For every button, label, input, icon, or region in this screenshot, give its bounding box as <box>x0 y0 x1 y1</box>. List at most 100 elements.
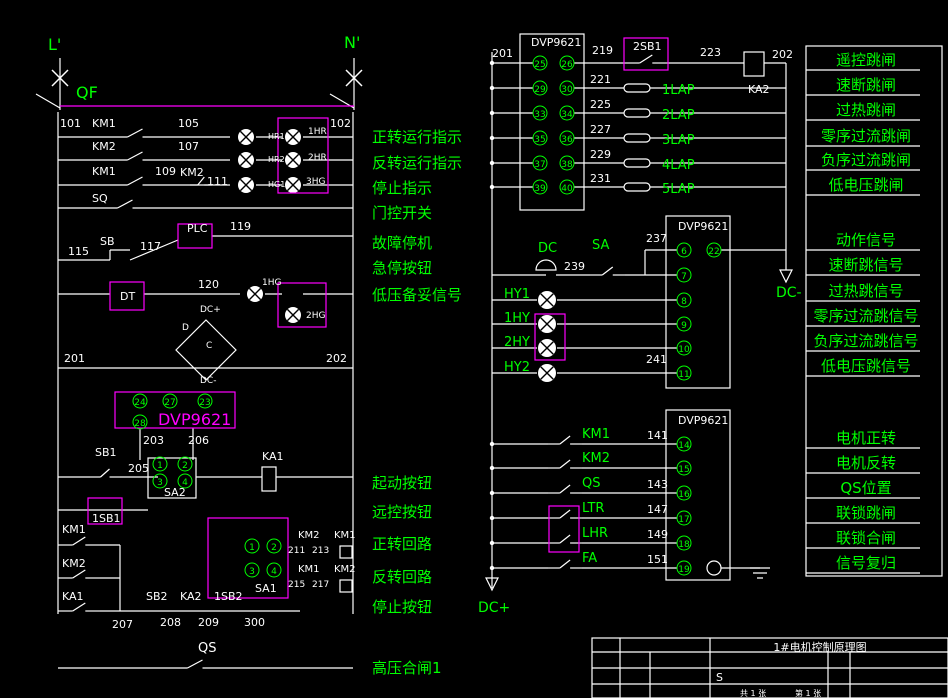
panel-label: 动作信号 <box>836 231 896 249</box>
lamp-label: HY1 <box>504 287 530 302</box>
panel-label: QS位置 <box>840 479 891 497</box>
annotation-label: 反转回路 <box>372 568 432 586</box>
indicator-lamp-icon <box>538 315 556 333</box>
phase-l-label: L' <box>48 35 61 54</box>
input-contact-icon <box>548 509 582 519</box>
dvp-terminal <box>676 267 692 283</box>
terminal-number: 10 <box>678 345 690 355</box>
dvp-terminal <box>676 316 692 332</box>
phase-n-label: N' <box>344 33 360 52</box>
sa1-terminal-4 <box>266 562 282 578</box>
sa1-label: SA1 <box>255 582 277 595</box>
node-205: 205 <box>128 462 149 475</box>
sa2-box <box>147 457 197 499</box>
panel-label: 电机反转 <box>836 454 896 472</box>
lamp-label: 2HR <box>308 153 327 163</box>
terminal-27 <box>162 393 178 409</box>
node-117: 117 <box>140 240 161 253</box>
dt-label: DT <box>120 290 135 303</box>
wire-number: 225 <box>590 98 611 111</box>
dvp-label: DVP9621 <box>158 410 231 429</box>
sa1-terminal-2 <box>266 538 282 554</box>
dvp-top-module <box>519 33 585 211</box>
node-209: 209 <box>198 616 219 629</box>
breaker-qf-label: QF <box>76 83 98 102</box>
dvp-terminal <box>532 179 548 195</box>
panel-label: 联锁合闸 <box>836 529 896 547</box>
lamp-label: 2HG <box>306 311 325 321</box>
node-237: 237 <box>646 232 667 245</box>
node-201: 201 <box>492 47 513 60</box>
capacitor-label: C <box>206 341 212 351</box>
junction-dot <box>489 110 495 116</box>
wire-number: 227 <box>590 123 611 136</box>
sb2-label: SB2 <box>146 590 168 603</box>
title-block <box>591 637 948 698</box>
lap-link-icon <box>623 182 651 192</box>
dc-plus-label: DC+ <box>478 600 510 616</box>
km2-coil <box>339 579 353 593</box>
annotation-label: 起动按钮 <box>372 474 432 492</box>
km1-label: KM1 <box>298 564 320 575</box>
terminal-number: 23 <box>199 398 210 408</box>
lap-label: 4LAP <box>662 158 695 173</box>
terminal-28 <box>132 414 148 430</box>
indicator-lamp-icon <box>538 291 556 309</box>
node-208: 208 <box>160 616 181 629</box>
lamp-cross <box>239 130 253 144</box>
sheet-count: 共 1 张 <box>740 689 766 698</box>
dc-minus-arrow-icon <box>779 269 793 284</box>
junction-dot <box>489 184 495 190</box>
contact-blade <box>559 459 571 469</box>
contact-icon <box>110 128 160 138</box>
node-202: 202 <box>326 352 347 365</box>
wire-number: 229 <box>590 148 611 161</box>
contact-icon <box>110 176 160 186</box>
dvp-terminal <box>676 485 692 501</box>
input-label: LTR <box>582 501 604 516</box>
dvp-bottom-module <box>665 409 731 581</box>
2sb1-box <box>623 37 669 71</box>
node-203: 203 <box>143 434 164 447</box>
ka2-label: KA2 <box>748 83 770 96</box>
indicator-lamp-icon <box>238 152 254 168</box>
terminal-number: 19 <box>678 565 690 575</box>
wire-number: 151 <box>647 553 668 566</box>
lamp-label: 2HY <box>504 335 530 350</box>
junction-dot <box>489 515 495 521</box>
node-206: 206 <box>188 434 209 447</box>
dc-plus-arrow-icon <box>485 577 499 592</box>
panel-label: 过热跳闸 <box>836 101 896 119</box>
contact-blade <box>197 176 205 186</box>
km2-contact-icon <box>58 569 100 579</box>
junction-dot <box>489 441 495 447</box>
indicator-lamp-icon <box>285 307 301 323</box>
drawing-title: 1#电机控制原理图 <box>773 640 866 654</box>
ka1-label: KA1 <box>62 590 84 603</box>
lamp-label: 1HY <box>504 311 530 326</box>
terminal-number: 4 <box>182 478 188 488</box>
dt-box <box>109 281 145 311</box>
sa2-terminal-1 <box>152 456 168 472</box>
sa2-terminal-3 <box>152 473 168 489</box>
lap-link-icon <box>623 158 651 168</box>
dvp-terminal <box>559 130 575 146</box>
input-label: FA <box>582 551 597 566</box>
ka1-label: KA1 <box>262 450 284 463</box>
junction-dot <box>489 135 495 141</box>
terminal-number: 35 <box>534 135 545 145</box>
lamp-label: HR1 <box>268 132 285 141</box>
annotation-label: 正转运行指示 <box>372 128 462 146</box>
node-120: 120 <box>198 278 219 291</box>
terminal-number: 6 <box>681 247 687 257</box>
sheet-number: 第 1 张 <box>795 688 821 698</box>
node-101: 101 <box>60 117 81 130</box>
lap-link-icon <box>623 133 651 143</box>
dvp-mid-module <box>665 215 731 389</box>
contact-blade <box>559 534 571 544</box>
dvp-terminal <box>532 55 548 71</box>
terminal-number: 18 <box>678 540 690 550</box>
annotation-label: 门控开关 <box>372 204 432 222</box>
node-213: 213 <box>312 546 329 556</box>
km2-label: KM2 <box>298 530 320 541</box>
